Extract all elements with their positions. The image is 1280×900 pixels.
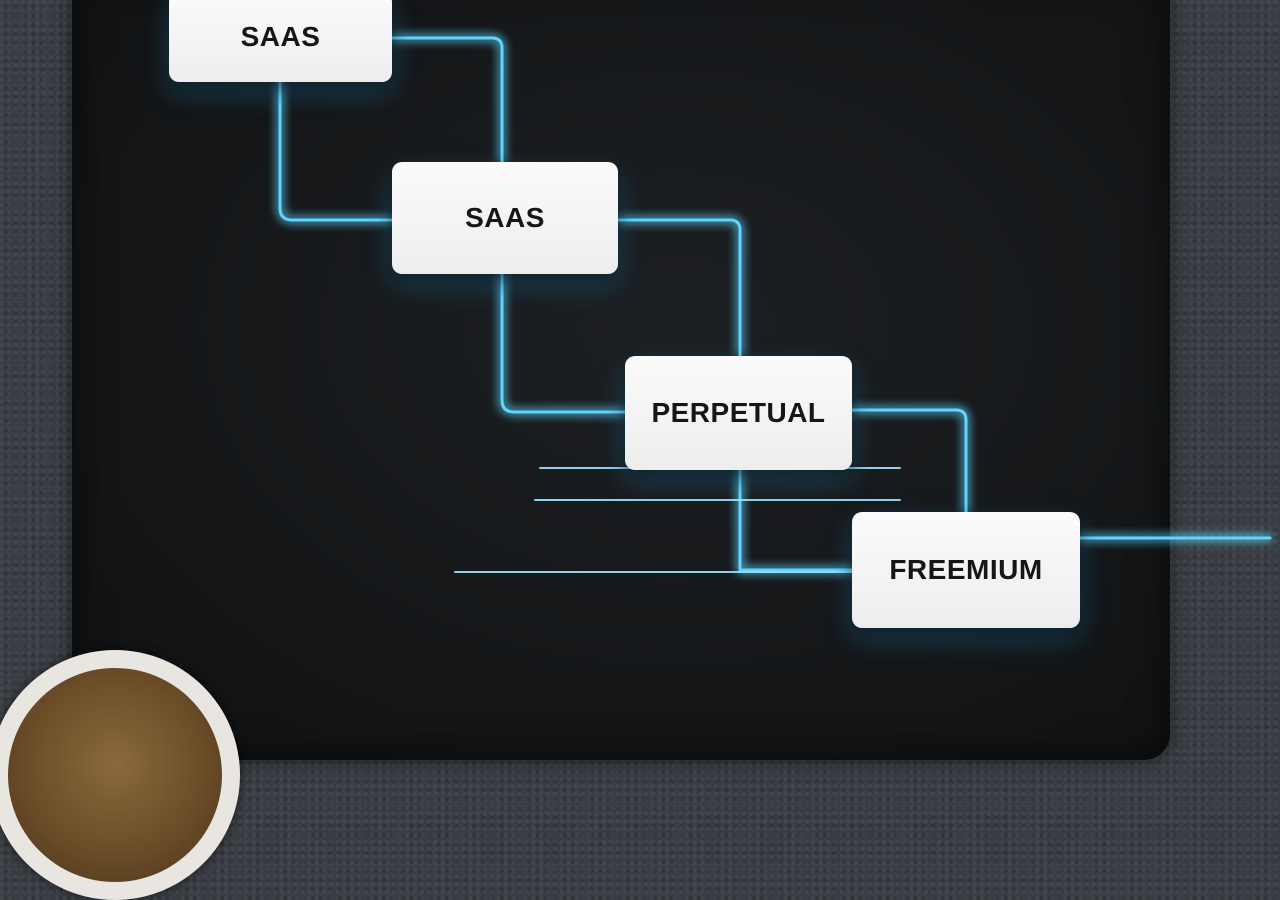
coffee-mug <box>0 650 240 900</box>
node-saas-1: SAAS <box>169 0 392 82</box>
edge-saas1-saas2-right <box>390 36 504 164</box>
connector-lines <box>278 36 1272 633</box>
edge-saas2-perpetual-left <box>500 273 627 414</box>
node-freemium: FREEMIUM <box>852 512 1080 628</box>
coffee-surface <box>8 668 222 882</box>
edge-perpetual-freemium-left <box>738 468 854 572</box>
node-perpetual: PERPETUAL <box>625 356 852 470</box>
slate-board <box>72 0 1170 760</box>
node-label: PERPETUAL <box>651 397 826 428</box>
edge-perpetual-freemium-right <box>850 408 968 514</box>
node-saas-2: SAAS <box>392 162 618 274</box>
edge-saas2-perpetual-right <box>616 218 742 357</box>
node-label: FREEMIUM <box>889 554 1043 585</box>
edge-saas1-saas2-left <box>278 80 394 222</box>
node-label: SAAS <box>240 21 321 52</box>
node-label: SAAS <box>465 202 545 233</box>
